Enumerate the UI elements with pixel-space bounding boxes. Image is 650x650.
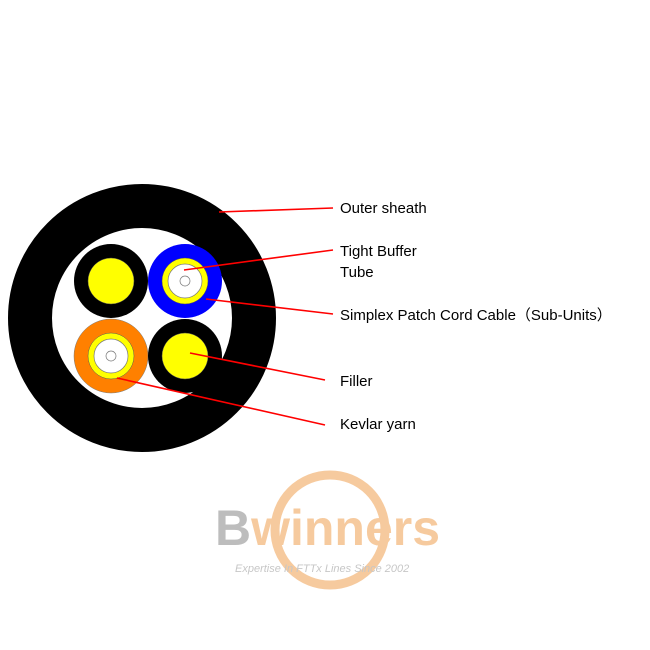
leader-outer-sheath — [218, 207, 334, 213]
watermark-brand: Bwinners — [215, 500, 440, 556]
leader-filler — [189, 352, 326, 381]
leader-kevlar — [116, 377, 326, 426]
filler-top-left-core — [87, 257, 135, 305]
label-tight-buffer: Tight Buffer — [340, 243, 417, 260]
leader-tight-buffer — [183, 249, 334, 271]
subunit-orange-fiber — [105, 350, 117, 362]
label-outer-sheath: Outer sheath — [340, 200, 427, 217]
label-filler: Filler — [340, 373, 373, 390]
watermark-tagline: Expertise In FTTx Lines Since 2002 — [235, 563, 409, 575]
label-simplex: Simplex Patch Cord Cable（Sub-Units） — [340, 307, 612, 324]
watermark-ring — [270, 470, 390, 590]
leader-simplex — [205, 298, 334, 315]
subunit-blue-fiber — [179, 275, 191, 287]
label-tight-buffer-tube: Tube — [340, 264, 374, 281]
label-kevlar: Kevlar yarn — [340, 416, 416, 433]
watermark-logo: Bwinners Expertise In FTTx Lines Since 2… — [215, 470, 440, 590]
outer-sheath — [8, 184, 276, 452]
